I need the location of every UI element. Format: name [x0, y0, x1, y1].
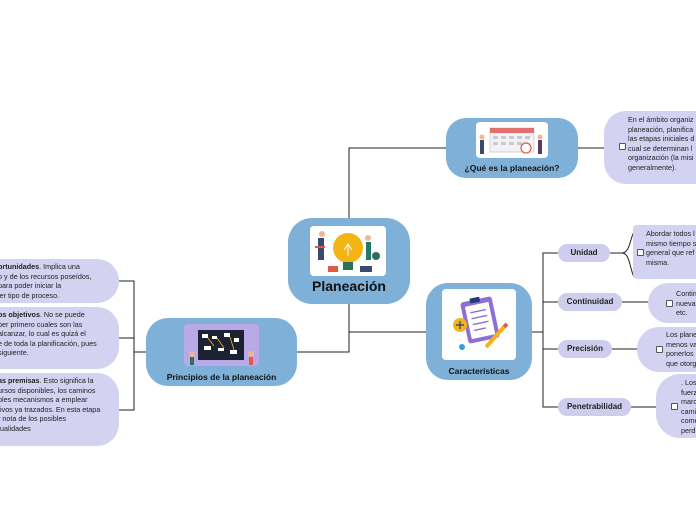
note-line: ier tipo de proceso. [0, 290, 60, 300]
note-line: las etapas iniciales d [628, 134, 695, 144]
note-line: ortunidades. Implica una [0, 262, 80, 271]
que-es-title: ¿Qué es la planeación? [464, 163, 560, 173]
characteristic-pill-precision[interactable]: Precisión [558, 340, 612, 358]
note-line: para poder iniciar la [0, 281, 62, 291]
note-line: menos va [666, 339, 696, 349]
central-node[interactable]: Planeación [288, 218, 410, 304]
note-line: . Los [681, 378, 696, 387]
note-line: perd [681, 425, 696, 435]
note-line: planeación, planifica [628, 124, 694, 134]
note-line: ursos disponibles, los caminos [0, 385, 96, 395]
note-line: nueva [676, 298, 696, 308]
continuidad-note[interactable]: Contin nueva etc. [648, 283, 696, 323]
note-line: siguiente. [0, 348, 29, 358]
note-line: tualidades [0, 423, 31, 433]
note-line: alcanzar, lo cual es quizá el [0, 329, 86, 339]
principios-note-3[interactable]: as premisas. Esto significa la ursos dis… [0, 373, 119, 446]
checkbox-icon[interactable] [656, 346, 663, 353]
unidad-note[interactable]: Abordar todos l mismo tiempo s general q… [633, 225, 696, 279]
checkbox-icon[interactable] [666, 300, 673, 307]
note-line: organización (la misi [628, 153, 694, 163]
checkbox-icon[interactable] [637, 249, 644, 256]
note-line: Abordar todos l [646, 229, 695, 238]
note-line: cami [681, 406, 696, 416]
principios-title: Principios de la planeación [166, 372, 277, 382]
caracteristicas-title: Características [448, 366, 510, 376]
precision-note[interactable]: Los plane menos va ponerlos que otorg [637, 327, 696, 372]
principios-note-2[interactable]: os objetivos. No se puede ber primero cu… [0, 307, 119, 369]
note-line: Contin [676, 289, 696, 298]
que-es-note[interactable]: En el ámbito organiz planeación, planifi… [604, 111, 696, 184]
principios-node[interactable]: Principios de la planeación [146, 318, 297, 386]
note-line: misma. [646, 257, 670, 267]
lightbulb-illustration [310, 226, 386, 276]
planning-calendar-illustration [476, 122, 548, 158]
penetrabilidad-note[interactable]: . Los fuerz marc cami come perd [656, 374, 696, 438]
note-line: ponerlos [666, 349, 694, 359]
note-line: etc. [676, 308, 688, 318]
note-line: mismo tiempo s [646, 238, 696, 248]
checkbox-icon[interactable] [619, 143, 626, 150]
note-line: as premisas. Esto significa la [0, 376, 94, 385]
note-line: general que ref [646, 248, 695, 258]
clipboard-icon [442, 289, 516, 360]
characteristic-pill-unidad[interactable]: Unidad [558, 244, 610, 262]
checkbox-icon[interactable] [671, 403, 678, 410]
principios-note-1[interactable]: ortunidades. Implica una o y de los recu… [0, 259, 119, 303]
lightbulb-icon [310, 226, 386, 276]
note-line: bles mecanismos a emplear [0, 395, 88, 405]
note-line: tivos ya trazados. En esta etapa [0, 404, 101, 414]
characteristic-pill-continuidad[interactable]: Continuidad [558, 293, 622, 311]
note-line: generalmente). [628, 162, 677, 172]
note-line: e de toda la planificación, pues [0, 338, 97, 348]
calendar-icon [476, 122, 548, 158]
note-line: r nota de los posibles [0, 414, 66, 424]
clipboard-illustration [442, 289, 516, 360]
que-es-node[interactable]: ¿Qué es la planeación? [446, 118, 578, 178]
board-icon [184, 324, 259, 366]
note-line: come [681, 416, 696, 426]
note-line: os objetivos. No se puede [0, 310, 85, 319]
note-line: En el ámbito organiz [628, 115, 694, 124]
note-line: marc [681, 397, 696, 407]
note-line: que otorg [666, 358, 696, 368]
note-line: fuerz [681, 387, 696, 397]
note-line: o y de los recursos poseídos, [0, 271, 92, 281]
note-line: ber primero cuales son las [0, 319, 83, 329]
note-line: cual se determinan l [628, 143, 693, 153]
characteristic-pill-penetrabilidad[interactable]: Penetrabilidad [558, 398, 631, 416]
caracteristicas-node[interactable]: Características [426, 283, 532, 380]
note-line: Los plane [666, 330, 696, 339]
planning-board-illustration [184, 324, 259, 366]
central-title: Planeación [312, 278, 386, 294]
